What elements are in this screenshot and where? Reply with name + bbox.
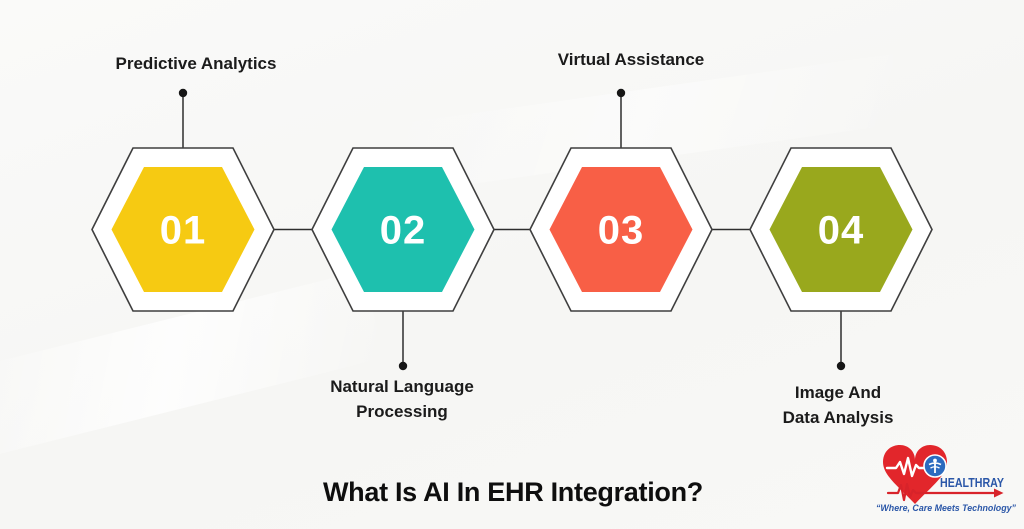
step-number-4: 04 [818, 209, 865, 253]
step-label-line: Predictive Analytics [115, 54, 277, 73]
step-label-natural-language-processing: Natural Language Processing [330, 374, 474, 424]
hexagon-fill-step2 [331, 167, 475, 292]
step-label-image-and-data-analysis: Image And Data Analysis [783, 380, 894, 430]
step-label-line: Natural Language [330, 377, 474, 396]
step-label-line: Processing [356, 402, 448, 421]
step-label-line: Virtual Assistance [557, 50, 705, 69]
hexagon-fill-step4 [769, 167, 913, 292]
callout-dot-step4 [836, 361, 846, 371]
step-label-line: Data Analysis [782, 408, 894, 427]
heartbeat-line-icon [885, 456, 928, 478]
healthray-logo: HEALTHRAY “Where, Care Meets Technology” [876, 445, 1016, 514]
ekg-underline-icon [886, 482, 996, 502]
brand-tagline: “Where, Care Meets Technology” [876, 503, 1016, 514]
step-label-virtual-assistance: Virtual Assistance [558, 47, 704, 72]
step-number-2: 02 [380, 209, 427, 253]
step-label-line: Image And [794, 383, 882, 402]
hexagon-fill-step1 [111, 167, 255, 292]
callout-dot-step1 [178, 88, 188, 98]
page-title: What Is AI In EHR Integration? [323, 477, 703, 507]
callout-dot-step3 [616, 88, 626, 98]
caduceus-wing-icon [928, 462, 942, 466]
ekg-arrowhead-icon [994, 488, 1004, 498]
hexagon-fill-step3 [549, 167, 693, 292]
step-number-1: 01 [160, 209, 207, 253]
step-number-3: 03 [598, 209, 645, 253]
caduceus-wing-icon [930, 466, 940, 469]
caduceus-icon [933, 458, 937, 463]
callout-dot-step2 [398, 361, 408, 371]
brand-name: HEALTHRAY [940, 475, 1004, 490]
step-label-predictive-analytics: Predictive Analytics [116, 51, 277, 76]
